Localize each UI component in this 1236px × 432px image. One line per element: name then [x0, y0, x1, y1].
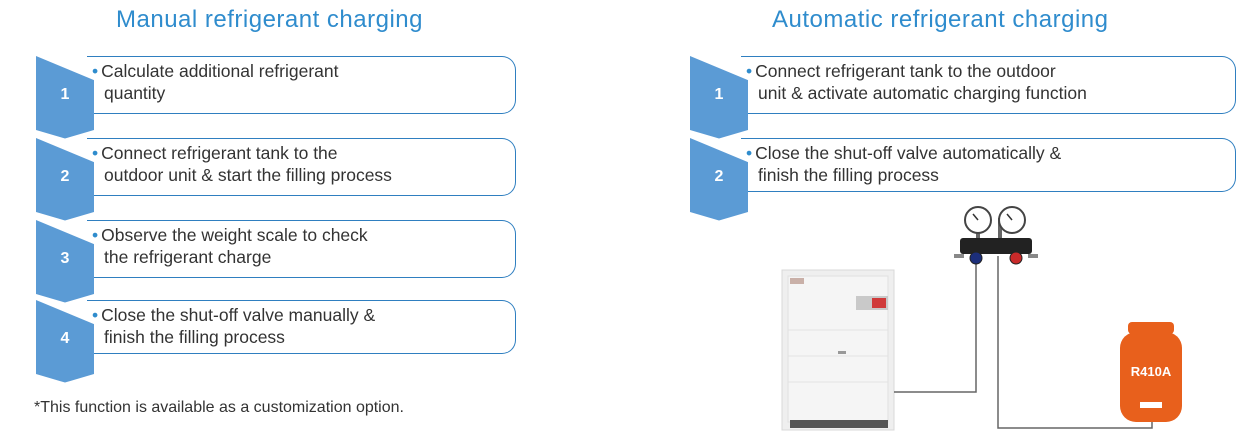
step-line-2: finish the filling process	[758, 165, 939, 185]
footnote: *This function is available as a customi…	[34, 399, 404, 416]
bullet-icon: •	[92, 225, 99, 245]
charging-illustration: R410A	[781, 206, 1182, 431]
step-text: •Connect refrigerant tank to the outdoor…	[92, 142, 392, 186]
step-line-1: Observe the weight scale to check	[101, 225, 368, 245]
step-box	[741, 56, 1236, 114]
bullet-icon: •	[92, 305, 99, 325]
step-line-1: Calculate additional refrigerant	[101, 61, 339, 81]
bullet-icon: •	[746, 143, 753, 163]
step-box	[87, 220, 516, 278]
step-text: •Close the shut-off valve manually & fin…	[92, 304, 375, 348]
step-number: 4	[60, 330, 70, 347]
manual-step-2: 2 •Connect refrigerant tank to the outdo…	[36, 138, 516, 224]
chevron-arrow	[36, 220, 94, 306]
step-text: •Close the shut-off valve automatically …	[746, 142, 1061, 186]
step-text: •Calculate additional refrigerant quanti…	[92, 60, 339, 104]
chevron-arrow	[36, 300, 94, 386]
manual-title: Manual refrigerant charging	[116, 6, 423, 33]
step-box	[87, 300, 516, 354]
outdoor-unit-icon	[781, 269, 895, 431]
step-text: •Observe the weight scale to check the r…	[92, 224, 368, 268]
step-text: •Connect refrigerant tank to the outdoor…	[746, 60, 1087, 104]
step-number: 1	[60, 86, 70, 103]
step-line-1: Close the shut-off valve automatically &	[755, 143, 1062, 163]
step-line-2: unit & activate automatic charging funct…	[758, 83, 1087, 103]
chevron-arrow	[36, 56, 94, 142]
step-line-2: outdoor unit & start the filling process	[104, 165, 392, 185]
automatic-step-2: 2 •Close the shut-off valve automaticall…	[690, 138, 1236, 224]
step-line-1: Close the shut-off valve manually &	[101, 305, 376, 325]
bullet-icon: •	[746, 61, 753, 81]
step-line-1: Connect refrigerant tank to the	[101, 143, 338, 163]
step-box	[87, 56, 516, 114]
bullet-icon: •	[92, 143, 99, 163]
chevron-arrow	[690, 56, 748, 142]
step-box	[741, 138, 1236, 192]
step-number: 2	[714, 168, 724, 185]
step-line-1: Connect refrigerant tank to the outdoor	[755, 61, 1056, 81]
chevron-arrow	[690, 138, 748, 224]
step-line-2: finish the filling process	[104, 327, 285, 347]
step-line-2: quantity	[104, 83, 166, 103]
manifold-gauge-icon	[954, 206, 1038, 265]
hose-line	[894, 256, 977, 393]
automatic-title: Automatic refrigerant charging	[772, 6, 1109, 33]
step-line-2: the refrigerant charge	[104, 247, 272, 267]
refrigerant-tank-icon: R410A	[1120, 322, 1182, 422]
step-box	[87, 138, 516, 196]
tank-label: R410A	[1131, 364, 1172, 379]
manual-step-4: 4 •Close the shut-off valve manually & f…	[36, 300, 516, 386]
bullet-icon: •	[92, 61, 99, 81]
manual-step-3: 3 •Observe the weight scale to check the…	[36, 220, 516, 306]
step-number: 1	[714, 86, 724, 103]
chevron-arrow	[36, 138, 94, 224]
step-number: 3	[60, 250, 70, 267]
automatic-step-1: 1 •Connect refrigerant tank to the outdo…	[690, 56, 1236, 142]
step-number: 2	[60, 168, 70, 185]
manual-step-1: 1 •Calculate additional refrigerant quan…	[36, 56, 516, 142]
